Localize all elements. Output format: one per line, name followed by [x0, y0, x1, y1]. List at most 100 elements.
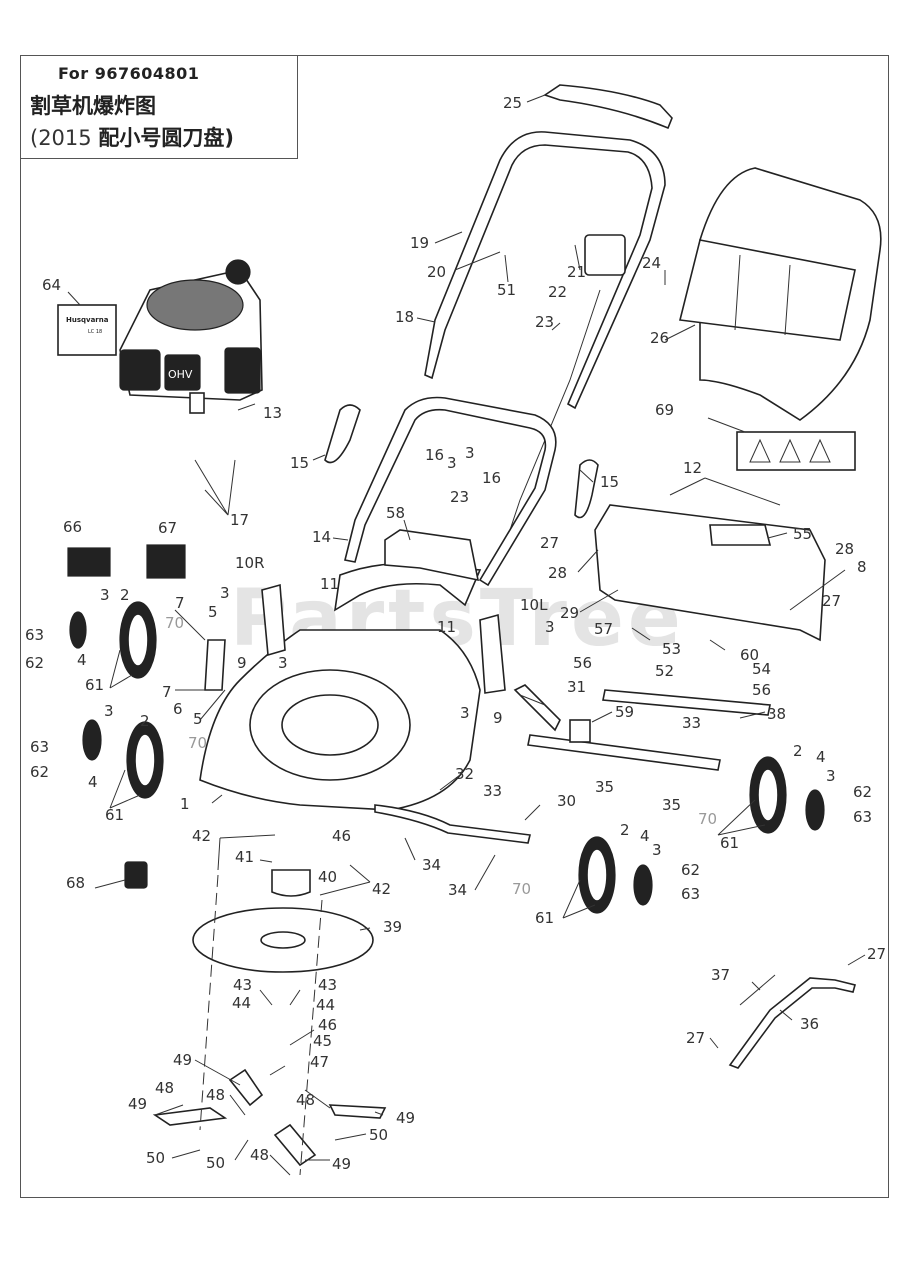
label-62-b: 62: [30, 763, 49, 781]
label-56-right: 56: [752, 681, 771, 699]
label-3-j: 3: [652, 841, 662, 859]
label-21: 21: [567, 263, 586, 281]
label-63-a: 63: [25, 626, 44, 644]
label-70-a: 70: [165, 614, 184, 632]
label-12: 12: [683, 459, 702, 477]
label-48-bottom: 48: [250, 1146, 269, 1164]
label-29: 29: [560, 604, 579, 622]
label-49-bottom: 49: [332, 1155, 351, 1173]
label-2-a: 2: [120, 586, 130, 604]
handle-knob-left: [324, 404, 361, 464]
label-49-left: 49: [128, 1095, 147, 1113]
label-4-a: 4: [77, 651, 87, 669]
label-2-c: 2: [793, 742, 803, 760]
label-42-top: 42: [192, 827, 211, 845]
label-34-left: 34: [448, 881, 467, 899]
control-bar: [543, 84, 673, 130]
label-63-c: 63: [853, 808, 872, 826]
label-20: 20: [427, 263, 446, 281]
label-42-right: 42: [372, 880, 391, 898]
label-32: 32: [455, 765, 474, 783]
label-45: 45: [313, 1032, 332, 1050]
rear-rod: [602, 689, 771, 716]
label-5-bottom: 5: [193, 710, 203, 728]
label-3-b: 3: [465, 444, 475, 462]
blade-left: [152, 1107, 228, 1126]
label-48-right: 48: [296, 1091, 315, 1109]
label-70-c: 70: [698, 810, 717, 828]
label-34-right: 34: [422, 856, 441, 874]
label-9-right: 9: [493, 709, 503, 727]
label-44-right: 44: [316, 996, 335, 1014]
logo-badge: [124, 861, 148, 889]
label-10R: 10R: [235, 554, 265, 572]
label-57: 57: [594, 620, 613, 638]
left-bracket: [479, 613, 506, 694]
label-61-b: 61: [105, 806, 124, 824]
label-49-top: 49: [173, 1051, 192, 1069]
subtitle-year: (2015: [30, 126, 92, 150]
label-63-b: 63: [30, 738, 49, 756]
label-60: 60: [740, 646, 759, 664]
label-3-d: 3: [278, 654, 288, 672]
label-64: 64: [42, 276, 61, 294]
label-16-right: 16: [482, 469, 501, 487]
axle-bracket: [569, 719, 591, 743]
blade-adapter: [271, 869, 311, 897]
mulch-bar: [728, 977, 856, 1069]
label-27-top: 27: [540, 534, 559, 552]
label-9-left: 9: [237, 654, 247, 672]
right-bracket: [261, 583, 286, 657]
label-6: 6: [173, 700, 183, 718]
label-68: 68: [66, 874, 85, 892]
label-4-b: 4: [88, 773, 98, 791]
label-15-right: 15: [600, 473, 619, 491]
height-lever: [513, 684, 561, 732]
label-5-top: 5: [208, 603, 218, 621]
label-62-a: 62: [25, 654, 44, 672]
label-4-c: 4: [816, 748, 826, 766]
label-70-b: 70: [188, 734, 207, 752]
label-33-right: 33: [682, 714, 701, 732]
label-53: 53: [662, 640, 681, 658]
upper-handle: [424, 131, 666, 410]
label-31: 31: [567, 678, 586, 696]
label-13: 13: [263, 404, 282, 422]
label-19: 19: [410, 234, 429, 252]
label-62-d: 62: [681, 861, 700, 879]
wheel-front-left: [69, 601, 157, 679]
label-66: [67, 547, 111, 577]
label-37: 37: [711, 966, 730, 984]
label-38: 38: [767, 705, 786, 723]
grass-bag-frame: [679, 239, 856, 341]
blade-top: [228, 1068, 264, 1107]
lower-handle: [344, 396, 557, 587]
label-35-left: 35: [595, 778, 614, 796]
drawing-frame: [20, 55, 889, 1198]
handle-knob-right: [574, 459, 599, 519]
label-16-left: 16: [425, 446, 444, 464]
label-39: 39: [383, 918, 402, 936]
label-14: 14: [312, 528, 331, 546]
label-52: 52: [655, 662, 674, 680]
hinge-bracket: [709, 524, 772, 546]
engine-decal-brand: Husqvarna: [66, 316, 109, 324]
label-62-c: 62: [853, 783, 872, 801]
label-66: 66: [63, 518, 82, 536]
label-2-b: 2: [140, 712, 150, 730]
wheel-front-right: [578, 836, 653, 914]
label-26: 26: [650, 329, 669, 347]
label-8: 8: [857, 558, 867, 576]
label-36: 36: [800, 1015, 819, 1033]
label-27-mulch-bottom: 27: [686, 1029, 705, 1047]
engine-badge: OHV: [168, 368, 193, 381]
model-number: For 967604801: [58, 64, 200, 83]
label-3-i: 3: [826, 767, 836, 785]
page-title: 割草机爆炸图: [30, 94, 156, 118]
label-10L: 10L: [520, 596, 548, 614]
subtitle-text: 配小号圆刀盘): [98, 126, 234, 150]
label-7-top: 7: [175, 594, 185, 612]
center-line-left: [199, 874, 219, 1131]
label-3-c: 3: [220, 584, 230, 602]
